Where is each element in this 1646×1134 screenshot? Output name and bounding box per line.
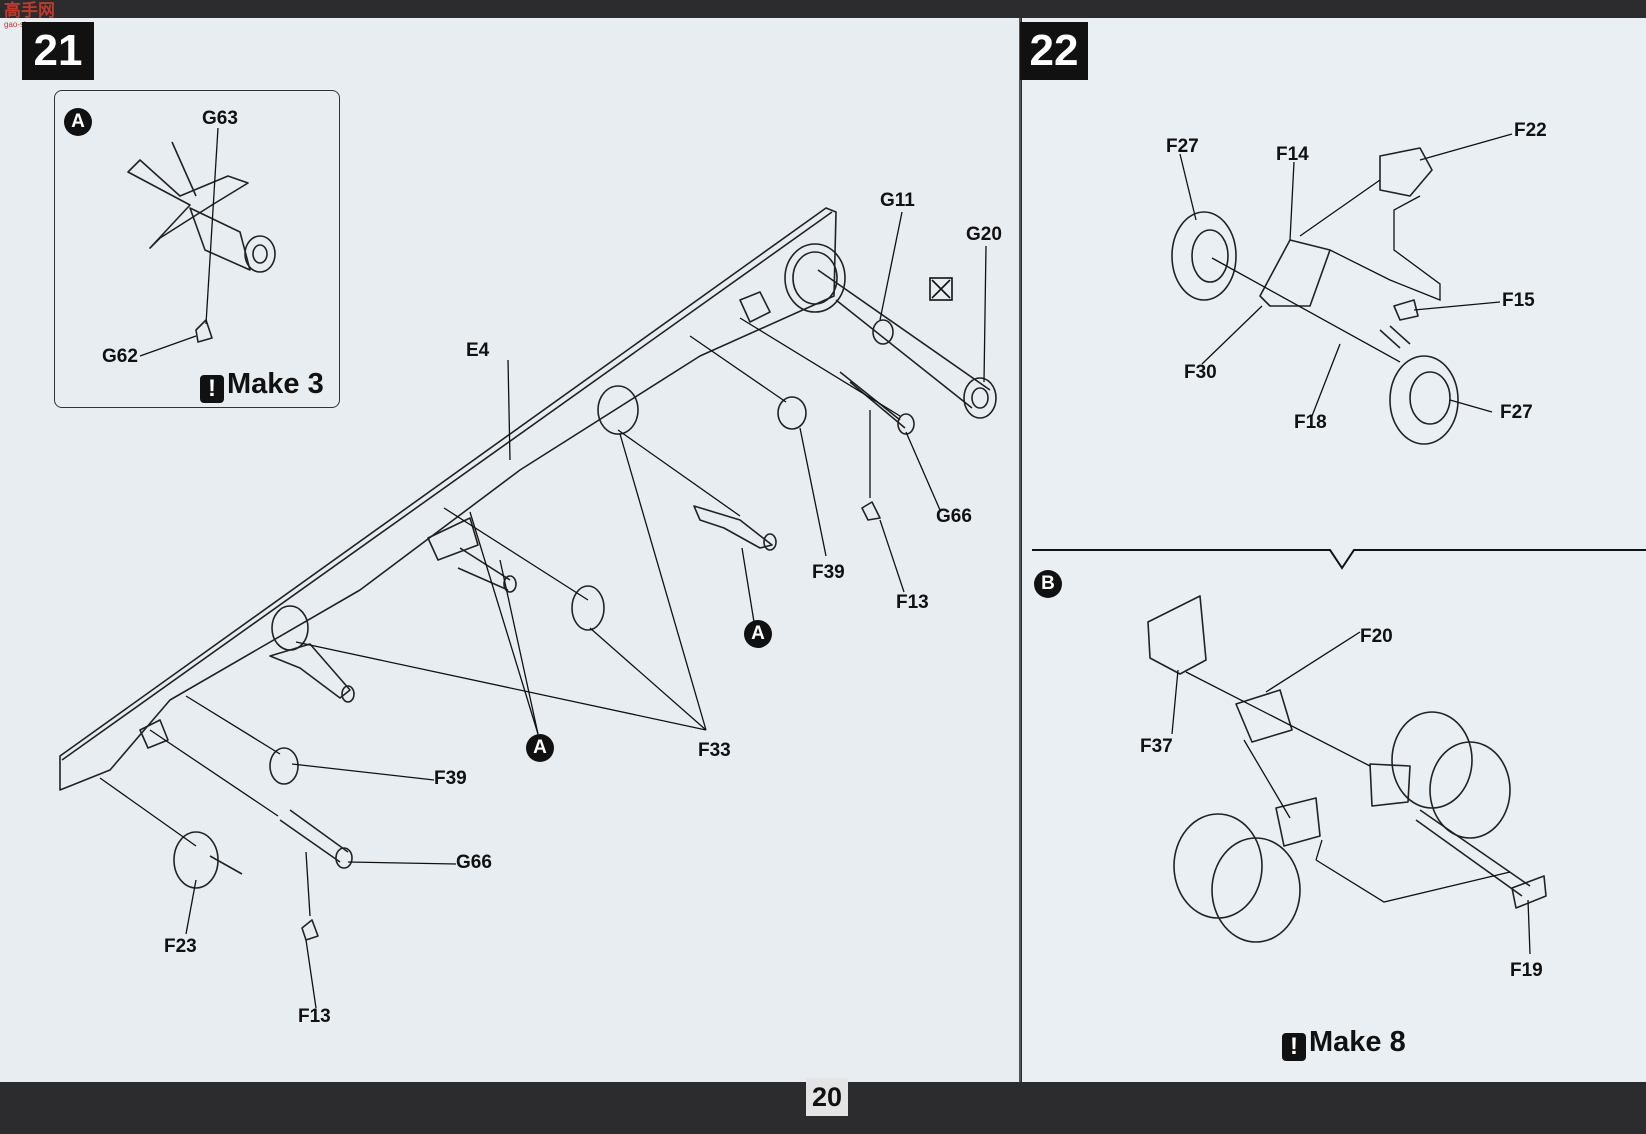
part-label-f15: F15 [1502, 290, 1535, 311]
part-label-f30: F30 [1184, 362, 1217, 383]
part-label-f39-bottom: F39 [434, 768, 467, 789]
part-label-f27-top: F27 [1166, 136, 1199, 157]
part-label-g11: G11 [880, 190, 915, 211]
part-label-g20: G20 [966, 224, 1002, 245]
part-label-g66-top: G66 [936, 506, 972, 527]
page-number: 20 [806, 1078, 848, 1116]
part-label-f13-top: F13 [896, 592, 929, 613]
part-label-f13-bottom: F13 [298, 1006, 331, 1027]
part-label-f14: F14 [1276, 144, 1309, 165]
part-label-f18: F18 [1294, 412, 1327, 433]
step-21-badge: 21 [22, 22, 94, 80]
step-22-badge: 22 [1020, 22, 1088, 80]
inset-a-badge: A [64, 108, 92, 136]
part-label-g62: G62 [102, 346, 138, 367]
subassembly-a-marker-left: A [526, 734, 554, 762]
part-label-f37: F37 [1140, 736, 1173, 757]
part-label-f19: F19 [1510, 960, 1543, 981]
make-8-note: !Make 8 [1282, 1026, 1406, 1061]
warning-icon: ! [200, 375, 224, 403]
part-label-f22: F22 [1514, 120, 1547, 141]
part-label-g63: G63 [202, 108, 238, 129]
subassembly-a-marker-mid: A [744, 620, 772, 648]
logo-text-top: 高手网 [4, 1, 55, 20]
make-8-text: Make 8 [1309, 1026, 1406, 1058]
warning-icon: ! [1282, 1033, 1306, 1061]
subassembly-a-inset [54, 90, 340, 408]
make-3-text: Make 3 [227, 368, 324, 400]
part-label-f33: F33 [698, 740, 731, 761]
subassembly-b-badge: B [1034, 570, 1062, 598]
part-label-f39-top: F39 [812, 562, 845, 583]
make-3-note: !Make 3 [200, 368, 324, 403]
part-label-f23: F23 [164, 936, 197, 957]
part-label-e4: E4 [466, 340, 490, 361]
part-label-g66-bottom: G66 [456, 852, 492, 873]
part-label-f20: F20 [1360, 626, 1393, 647]
part-label-f27-bottom: F27 [1500, 402, 1533, 423]
